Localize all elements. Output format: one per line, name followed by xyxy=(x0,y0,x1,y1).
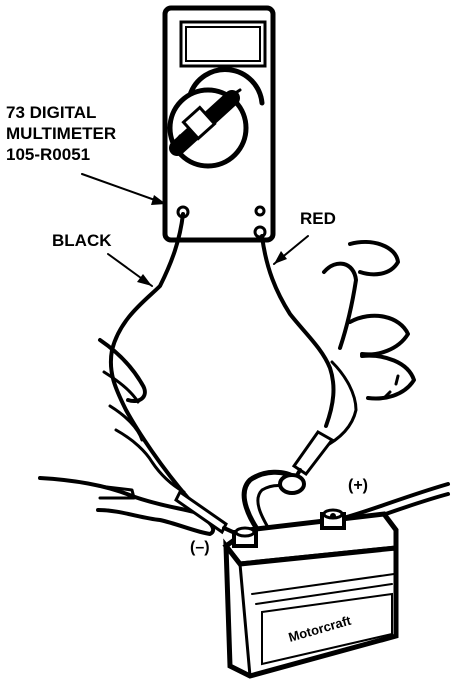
rotary-selector-dial xyxy=(167,67,265,169)
black-lead-label: BLACK xyxy=(52,231,112,250)
battery xyxy=(222,469,450,679)
negative-terminal xyxy=(232,526,258,548)
red-test-lead xyxy=(260,234,336,428)
ground-cable xyxy=(241,469,299,539)
volt-jack-upper xyxy=(254,205,266,217)
digital-multimeter xyxy=(162,5,276,243)
right-hand xyxy=(290,240,416,486)
red-lead-label: RED xyxy=(300,209,336,228)
meter-name-line-2: MULTIMETER xyxy=(6,124,116,143)
positive-terminal xyxy=(320,508,346,530)
black-lead-arrow xyxy=(107,253,153,287)
battery-case-front xyxy=(223,538,399,679)
positive-terminal-label: (+) xyxy=(348,477,368,494)
left-hand xyxy=(38,338,248,540)
meter-pointer-arrow xyxy=(81,173,167,205)
meter-name-line-1: 73 DIGITAL xyxy=(6,103,96,122)
meter-part-number: 105-R0051 xyxy=(6,145,90,164)
red-lead-arrow xyxy=(273,235,309,265)
negative-terminal-label: (–) xyxy=(190,539,210,556)
multimeter-display xyxy=(179,20,267,68)
